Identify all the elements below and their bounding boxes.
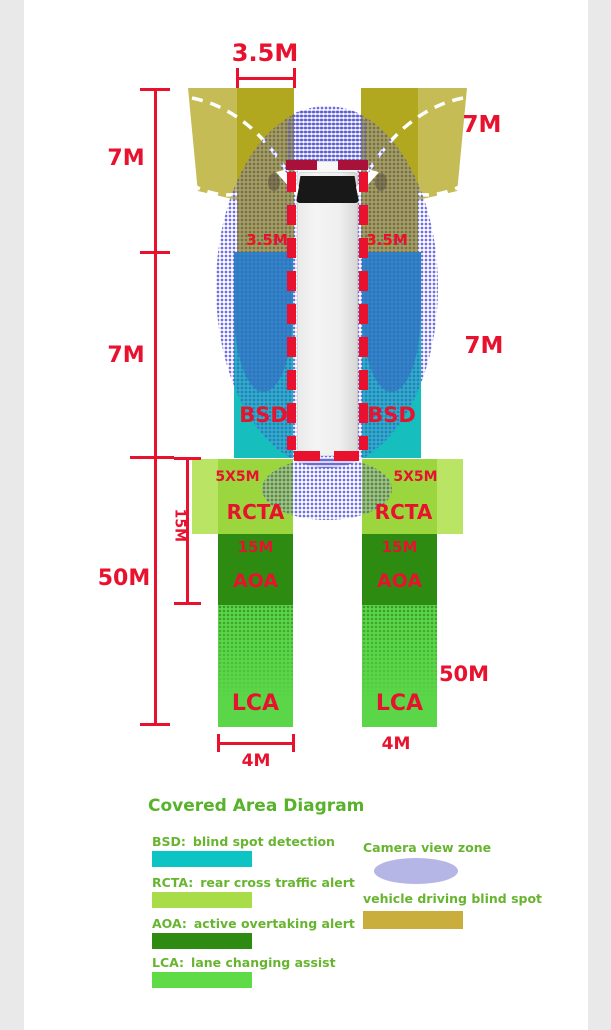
legend-blind-spot-label: vehicle driving blind spot: [363, 891, 543, 906]
legend-aoa-abbr: AOA:: [152, 916, 187, 931]
dim-rear-right-label: 50M: [438, 662, 490, 686]
truck-body: [297, 172, 358, 456]
legend-rcta-abbr: RCTA:: [152, 875, 194, 890]
legend-rcta-desc: rear cross traffic alert: [200, 875, 355, 890]
legend-aoa-label: AOA: active overtaking alert: [152, 916, 355, 931]
dim-left-tick-1: [140, 88, 170, 91]
dim-mid-right-label: 7M: [464, 333, 504, 359]
legend-title: Covered Area Diagram: [148, 796, 365, 816]
dim-left-tick-4: [140, 723, 170, 726]
aoa-label-left: AOA: [232, 570, 279, 592]
legend-lca-label: LCA: lane changing assist: [152, 955, 336, 970]
dim-bottom-width-tick-right: [292, 734, 295, 752]
dim-front-left-label: 7M: [107, 146, 145, 171]
dim-left-tick-2: [140, 251, 170, 254]
lca-label-left: LCA: [231, 691, 280, 716]
dim-rear-left-label: 50M: [97, 566, 151, 591]
legend-lca-swatch: [152, 972, 252, 988]
lca-fade-texture-right: [362, 605, 437, 700]
lane-width-label-left: 3.5M: [246, 231, 288, 249]
legend-bsd-swatch: [152, 851, 252, 867]
legend-blind-spot-swatch: [363, 911, 463, 929]
lca-label-right: LCA: [375, 691, 424, 716]
dim-aoa-depth-line: [186, 458, 189, 605]
aoa-zone-right: [362, 534, 437, 605]
dim-bottom-width-tick-left: [217, 734, 220, 752]
dim-aoa-depth-tick-top: [174, 457, 201, 460]
legend-bsd-label: BSD: blind spot detection: [152, 834, 335, 849]
rcta-size-label-left: 5X5M: [215, 469, 260, 485]
dim-mid-left-label: 7M: [107, 343, 145, 368]
legend-camera-swatch: [374, 858, 458, 884]
bsd-label-left: BSD: [239, 403, 288, 427]
dim-left-main-line: [154, 90, 157, 726]
legend-aoa-desc: active overtaking alert: [193, 916, 355, 931]
dim-top-width-line: [237, 77, 294, 80]
camera-view-rear: [262, 458, 392, 520]
aoa-zone-left: [218, 534, 293, 605]
dim-left-tick-3: [130, 456, 174, 459]
dim-bottom-width-line: [218, 742, 294, 745]
aoa-label-right: AOA: [376, 570, 423, 592]
dim-lane-width-right-label: 4M: [381, 734, 411, 754]
dim-top-width-tick-left: [236, 68, 239, 88]
aoa-size-label-left: 15M: [237, 538, 274, 556]
legend-lca-abbr: LCA:: [152, 955, 185, 970]
dim-aoa-depth-label: 15M: [171, 508, 188, 543]
legend-bsd-abbr: BSD:: [152, 834, 186, 849]
rcta-label-left: RCTA: [226, 500, 285, 524]
legend-bsd-desc: blind spot detection: [192, 834, 335, 849]
legend-aoa-swatch: [152, 933, 252, 949]
lca-fade-texture-left: [218, 605, 293, 700]
dim-top-width-tick-right: [293, 68, 296, 88]
dim-top-width-label: 3.5M: [231, 39, 299, 67]
legend-rcta-label: RCTA: rear cross traffic alert: [152, 875, 355, 890]
rcta-zone-left-outer: [192, 459, 218, 534]
truck-windshield: [296, 176, 359, 203]
legend-lca-desc: lane changing assist: [191, 955, 336, 970]
dim-front-right-label: 7M: [462, 112, 502, 138]
dim-aoa-depth-tick-bottom: [174, 602, 201, 605]
rcta-zone-right-outer: [437, 459, 463, 534]
lane-width-label-right: 3.5M: [366, 231, 408, 249]
aoa-size-label-right: 15M: [381, 538, 418, 556]
rcta-size-label-right: 5X5M: [393, 469, 438, 485]
legend-rcta-swatch: [152, 892, 252, 908]
bsd-label-right: BSD: [367, 403, 416, 427]
legend-camera-label: Camera view zone: [363, 840, 492, 855]
dim-bottom-width-label: 4M: [241, 751, 271, 771]
rcta-label-right: RCTA: [374, 500, 433, 524]
